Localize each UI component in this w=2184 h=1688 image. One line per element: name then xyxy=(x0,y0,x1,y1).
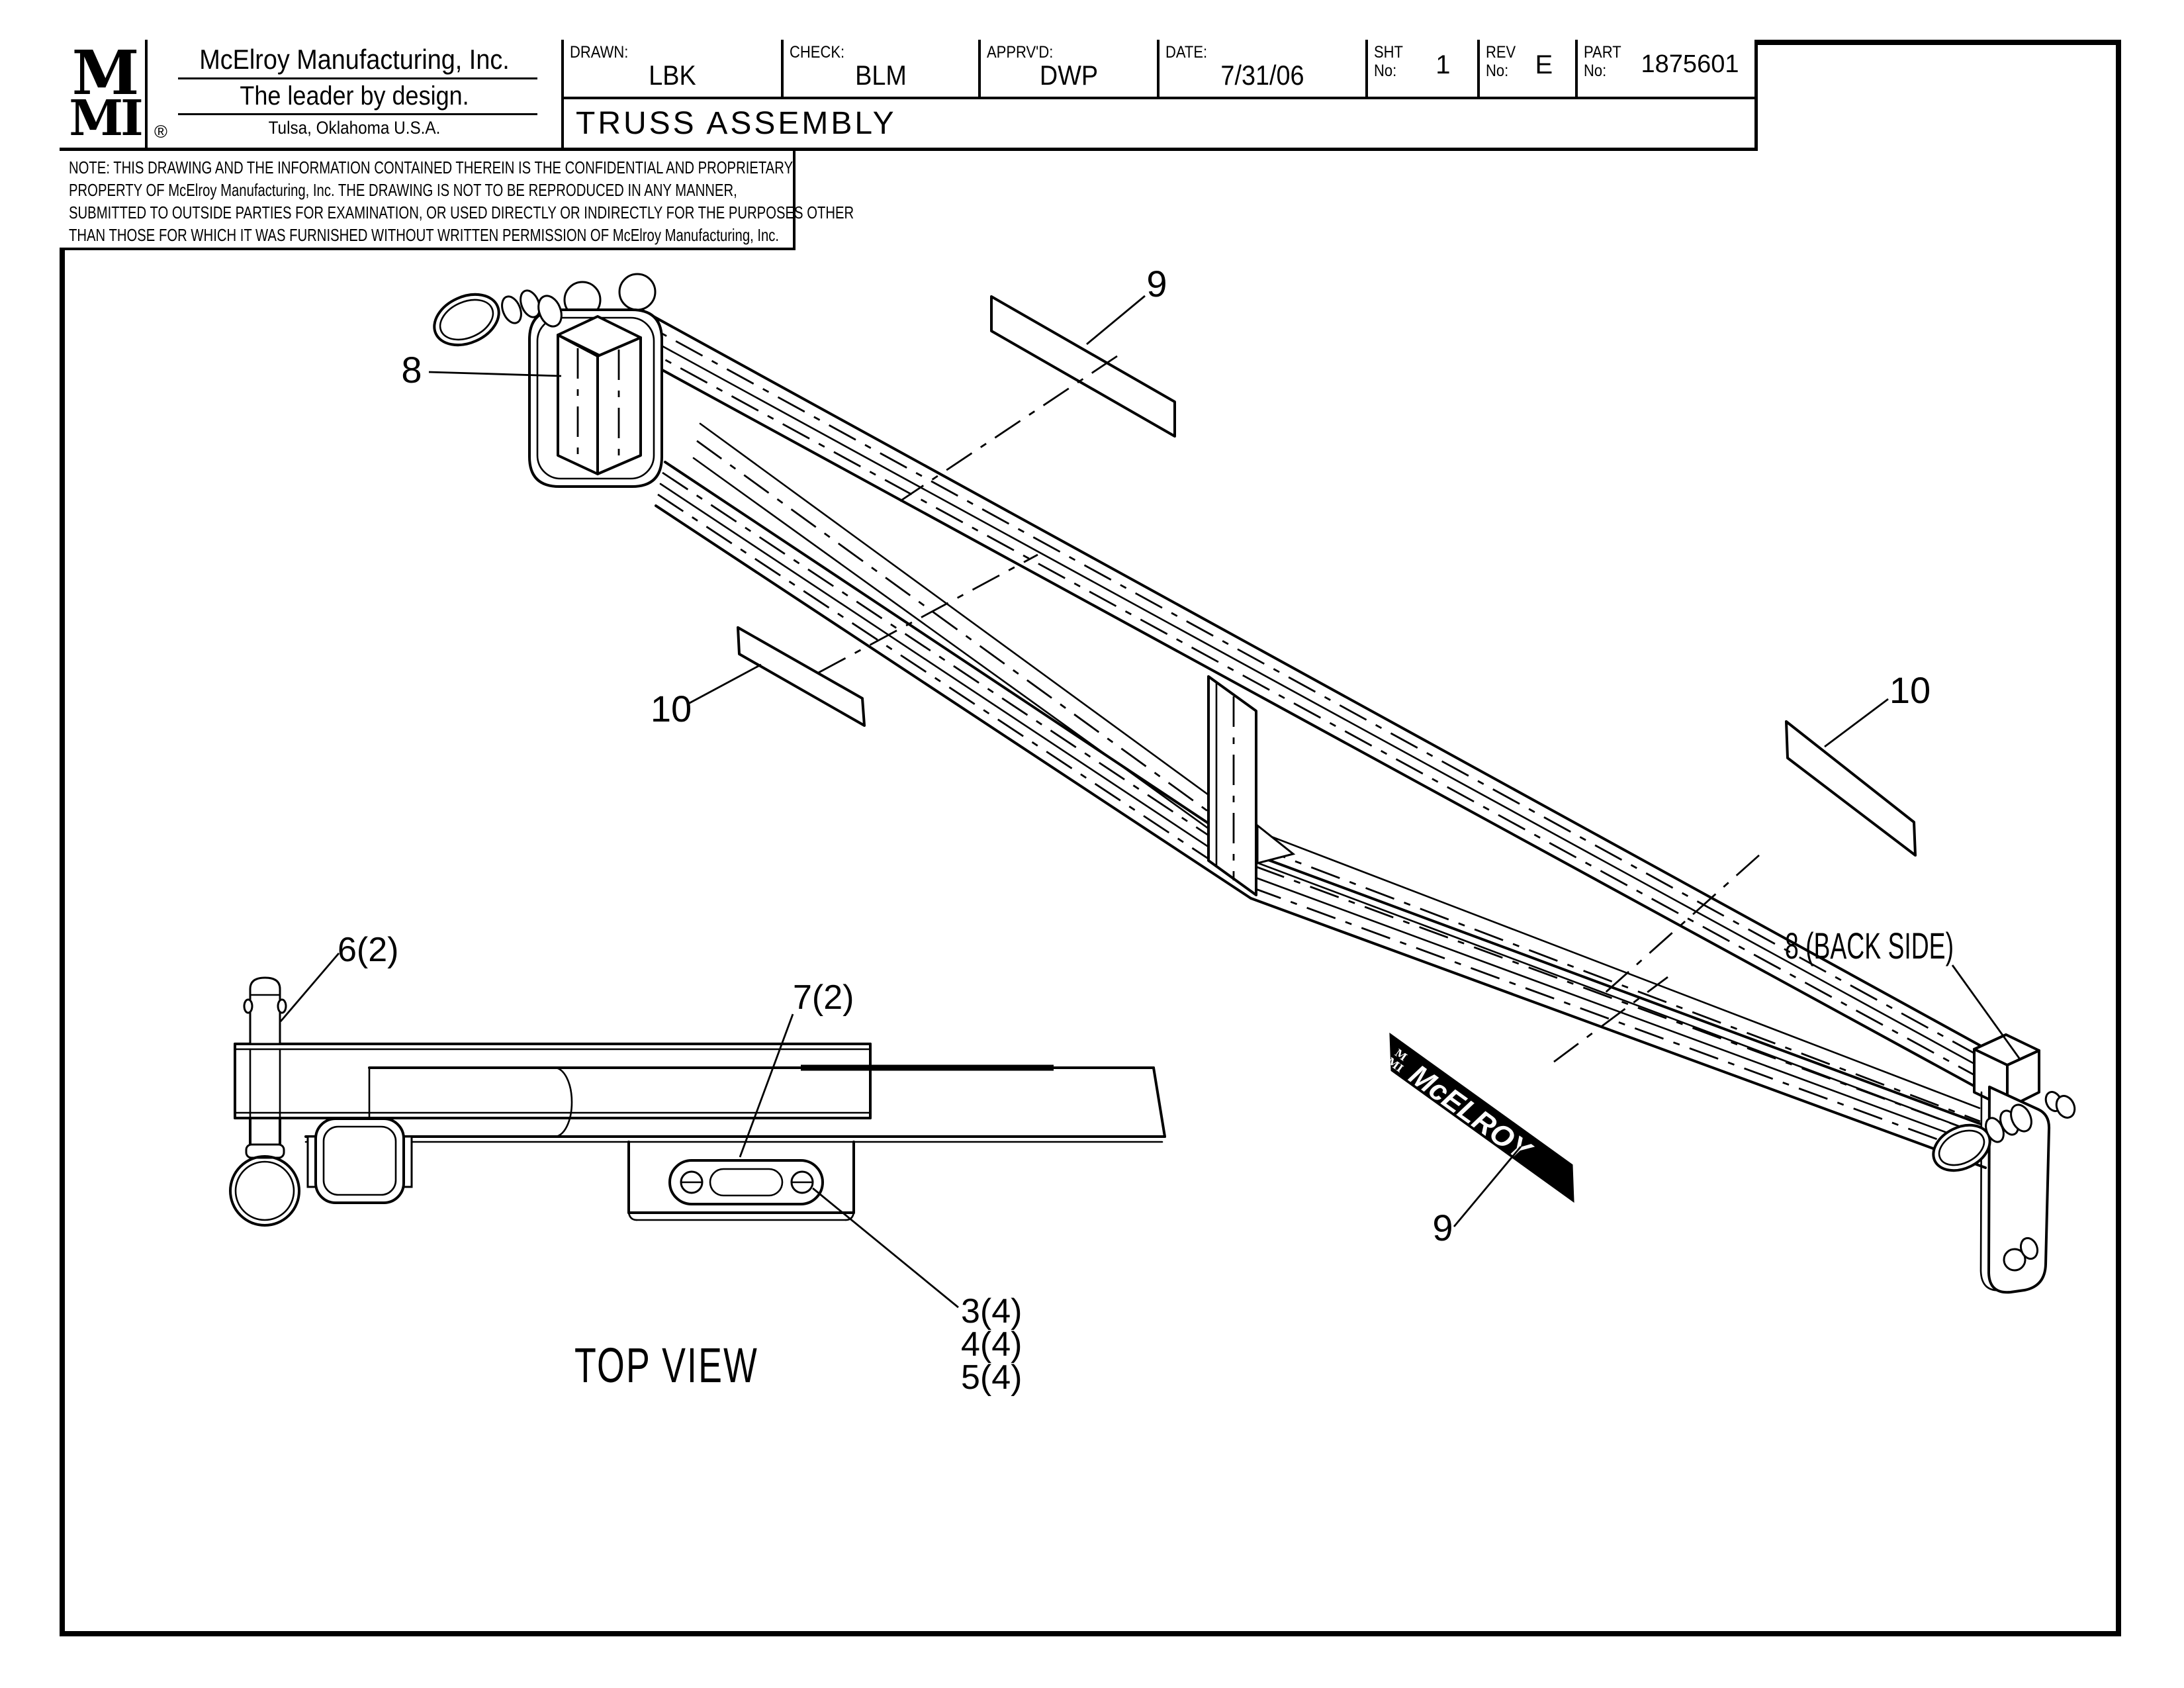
divider xyxy=(178,77,537,79)
company-tagline: The leader by design. xyxy=(240,81,469,111)
check-value: BLM xyxy=(855,60,907,91)
callout-10-right: 10 xyxy=(1889,669,1931,711)
date-label: DATE: xyxy=(1165,43,1208,62)
square-tube-side xyxy=(596,336,642,475)
decal-strip-10-left xyxy=(737,626,866,727)
field-drawn: DRAWN: LBK xyxy=(561,40,781,99)
sht-value: 1 xyxy=(1435,50,1451,79)
pin-ring xyxy=(229,1155,300,1227)
callout-5: 5(4) xyxy=(961,1358,1022,1397)
field-part-no: PART No: 1875601 xyxy=(1575,40,1754,99)
leader-lines xyxy=(279,295,2021,1309)
field-sht-no: SHT No: 1 xyxy=(1365,40,1477,99)
check-label: CHECK: xyxy=(790,43,845,62)
field-rev-no: REV No: E xyxy=(1477,40,1575,99)
apprvd-label: APPRV'D: xyxy=(987,43,1054,62)
lower-pin xyxy=(2003,1248,2026,1272)
callout-3: 3(4) xyxy=(961,1292,1022,1331)
callout-7: 7(2) xyxy=(793,978,854,1017)
field-date: DATE: 7/31/06 xyxy=(1157,40,1365,99)
confidentiality-note: NOTE: THIS DRAWING AND THE INFORMATION C… xyxy=(60,151,854,250)
note-line-4: THAN THOSE FOR WHICH IT WAS FURNISHED WI… xyxy=(69,225,780,245)
top-view-slot-plate xyxy=(627,1141,855,1221)
pin-bail-ring xyxy=(433,293,500,347)
callout-10-left: 10 xyxy=(651,688,692,729)
truss-chord-top xyxy=(621,298,1987,1094)
note-line-3: SUBMITTED TO OUTSIDE PARTIES FOR EXAMINA… xyxy=(69,203,854,222)
note-line-2: PROPERTY OF McElroy Manufacturing, Inc. … xyxy=(69,180,737,200)
callout-9-bottom: 9 xyxy=(1432,1207,1453,1248)
field-check: CHECK: BLM xyxy=(781,40,978,99)
drawing-title-cell: TRUSS ASSEMBLY xyxy=(561,99,1754,148)
decal-brand-text: McELROY xyxy=(1403,1058,1538,1168)
company-logo: M MI xyxy=(65,40,145,148)
drawing-title: TRUSS ASSEMBLY xyxy=(576,106,897,141)
sht-label-line2: No: xyxy=(1374,62,1397,80)
company-location: Tulsa, Oklahoma U.S.A. xyxy=(268,118,441,138)
callout-9-top: 9 xyxy=(1146,263,1167,305)
rev-label-line1: REV xyxy=(1486,43,1516,62)
center-gusset-plate xyxy=(1207,675,1296,896)
part-value: 1875601 xyxy=(1641,50,1739,78)
part-label-line1: PART xyxy=(1584,43,1621,62)
registered-trademark-icon: ® xyxy=(154,122,167,142)
left-mount-bracket xyxy=(433,273,663,488)
decal-strip-9-top xyxy=(990,295,1176,438)
divider xyxy=(178,113,537,115)
company-name: McElroy Manufacturing, Inc. xyxy=(199,44,510,75)
rev-value: E xyxy=(1535,50,1553,79)
alignment-centerlines xyxy=(818,355,1760,1063)
top-view-pin xyxy=(229,976,300,1227)
field-apprvd: APPRV'D: DWP xyxy=(978,40,1157,99)
top-view xyxy=(229,976,1166,1227)
rev-label-line2: No: xyxy=(1486,62,1509,80)
logo-letters-mi: MI xyxy=(69,89,144,147)
decal-strip-10-right xyxy=(1785,720,1917,857)
clevis-ear xyxy=(618,273,657,311)
logo-letter-m: M xyxy=(71,37,140,109)
drawn-value: LBK xyxy=(649,60,696,91)
hitch-pin xyxy=(501,295,522,324)
company-cell: McElroy Manufacturing, Inc. The leader b… xyxy=(145,40,561,148)
callout-4: 4(4) xyxy=(961,1325,1022,1364)
drawn-label: DRAWN: xyxy=(570,43,629,62)
date-value: 7/31/06 xyxy=(1220,60,1304,91)
part-label-line2: No: xyxy=(1584,62,1607,80)
callout-8-back-side: 8 (BACK SIDE) xyxy=(1785,925,1954,966)
apprvd-value: DWP xyxy=(1039,60,1099,91)
callout-6: 6(2) xyxy=(338,931,398,969)
truss-chord-bottom-far xyxy=(692,422,1983,1136)
note-line-1: NOTE: THIS DRAWING AND THE INFORMATION C… xyxy=(69,158,794,177)
callout-8: 8 xyxy=(401,349,422,391)
truss-chord-bottom xyxy=(655,461,1987,1169)
top-view-shackle xyxy=(306,1117,413,1204)
mcelroy-decal: M MI McELROY xyxy=(1385,1032,1574,1203)
right-mount-bracket xyxy=(1932,1033,2076,1294)
top-view-label: TOP VIEW xyxy=(574,1338,758,1393)
sht-label-line1: SHT xyxy=(1374,43,1403,62)
title-block: M MI McElroy Manufacturing, Inc. The lea… xyxy=(60,40,1758,151)
